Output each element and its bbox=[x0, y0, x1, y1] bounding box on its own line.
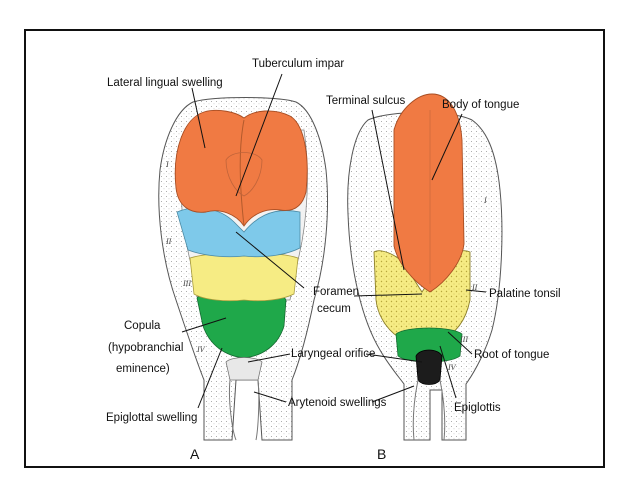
panel-label-a: A bbox=[190, 446, 200, 462]
label-arytenoid-swellings: Arytenoid swellings bbox=[288, 397, 387, 409]
label-root-of-tongue: Root of tongue bbox=[474, 349, 549, 361]
panel-b-numeral-2: II bbox=[471, 283, 478, 292]
diagram-labels: Lateral lingual swelling Tuberculum impa… bbox=[106, 58, 561, 462]
leader-palatine-tonsil bbox=[465, 289, 487, 293]
panel-a-arytenoid-right bbox=[255, 379, 260, 441]
leader-laryngeal-orifice-b bbox=[365, 353, 423, 363]
panel-a-laryngeal-opening bbox=[225, 357, 263, 381]
label-laryngeal-orifice: Laryngeal orifice bbox=[291, 348, 375, 360]
panel-b-numeral-1: I bbox=[483, 196, 487, 205]
panel-b-arytenoid-left bbox=[412, 379, 419, 441]
panel-a-arytenoid-left bbox=[229, 379, 237, 441]
panel-b-laryngeal-orifice bbox=[415, 349, 443, 385]
leader-arytenoid-swellings-b bbox=[371, 385, 415, 403]
leader-epiglottal-swelling bbox=[197, 347, 223, 409]
label-copula-line3: eminence) bbox=[116, 363, 170, 375]
label-tuberculum-impar: Tuberculum impar bbox=[252, 58, 344, 70]
leader-lines bbox=[181, 73, 487, 409]
leader-body-of-tongue bbox=[431, 113, 463, 181]
panel-a-median-groove bbox=[239, 119, 245, 227]
leader-epiglottis bbox=[439, 345, 457, 399]
leader-foramen-cecum-a bbox=[235, 231, 305, 289]
panel-a-blue-arch bbox=[176, 207, 301, 258]
panel-b-arytenoid-right bbox=[439, 379, 446, 441]
label-copula-line1: Copula bbox=[124, 320, 161, 332]
panel-a-numeral-2: II bbox=[165, 237, 172, 246]
label-foramen-line2: cecum bbox=[317, 303, 351, 315]
label-copula-line2: (hypobranchial bbox=[108, 342, 183, 354]
leader-terminal-sulcus bbox=[371, 109, 405, 271]
panel-a-orange-body bbox=[174, 109, 308, 227]
leader-arytenoid-swellings-a bbox=[253, 391, 287, 403]
label-foramen-line1: Foramen bbox=[313, 286, 359, 298]
label-terminal-sulcus: Terminal sulcus bbox=[326, 95, 405, 107]
leader-laryngeal-orifice-a bbox=[247, 353, 291, 363]
label-epiglottal-swelling: Epiglottal swelling bbox=[106, 412, 197, 424]
leader-foramen-cecum-b bbox=[353, 293, 423, 297]
leader-tuberculum-impar bbox=[235, 73, 283, 197]
panel-a-tuberculum-outline bbox=[225, 152, 263, 197]
panel-a-yellow-arch bbox=[189, 253, 299, 302]
panel-b-illustration: I II III IV bbox=[347, 93, 503, 441]
panel-b-numeral-3: III bbox=[459, 335, 468, 344]
label-epiglottis: Epiglottis bbox=[454, 402, 501, 414]
label-body-of-tongue: Body of tongue bbox=[442, 99, 519, 111]
panel-a-numeral-1: I bbox=[165, 160, 169, 169]
panel-a-illustration: I II III IV bbox=[158, 97, 328, 441]
panel-a-numeral-3: III bbox=[182, 279, 191, 288]
panel-label-b: B bbox=[377, 446, 386, 462]
label-lateral-lingual-swelling: Lateral lingual swelling bbox=[107, 77, 223, 89]
panel-b-numeral-4: IV bbox=[447, 363, 457, 372]
leader-lateral-lingual-swelling bbox=[191, 87, 206, 149]
label-palatine-tonsil: Palatine tonsil bbox=[489, 288, 561, 300]
leader-root-of-tongue bbox=[447, 331, 473, 355]
panel-b-body-of-tongue bbox=[393, 93, 465, 293]
leader-copula bbox=[181, 317, 227, 333]
panel-a-numeral-4: IV bbox=[196, 345, 206, 354]
